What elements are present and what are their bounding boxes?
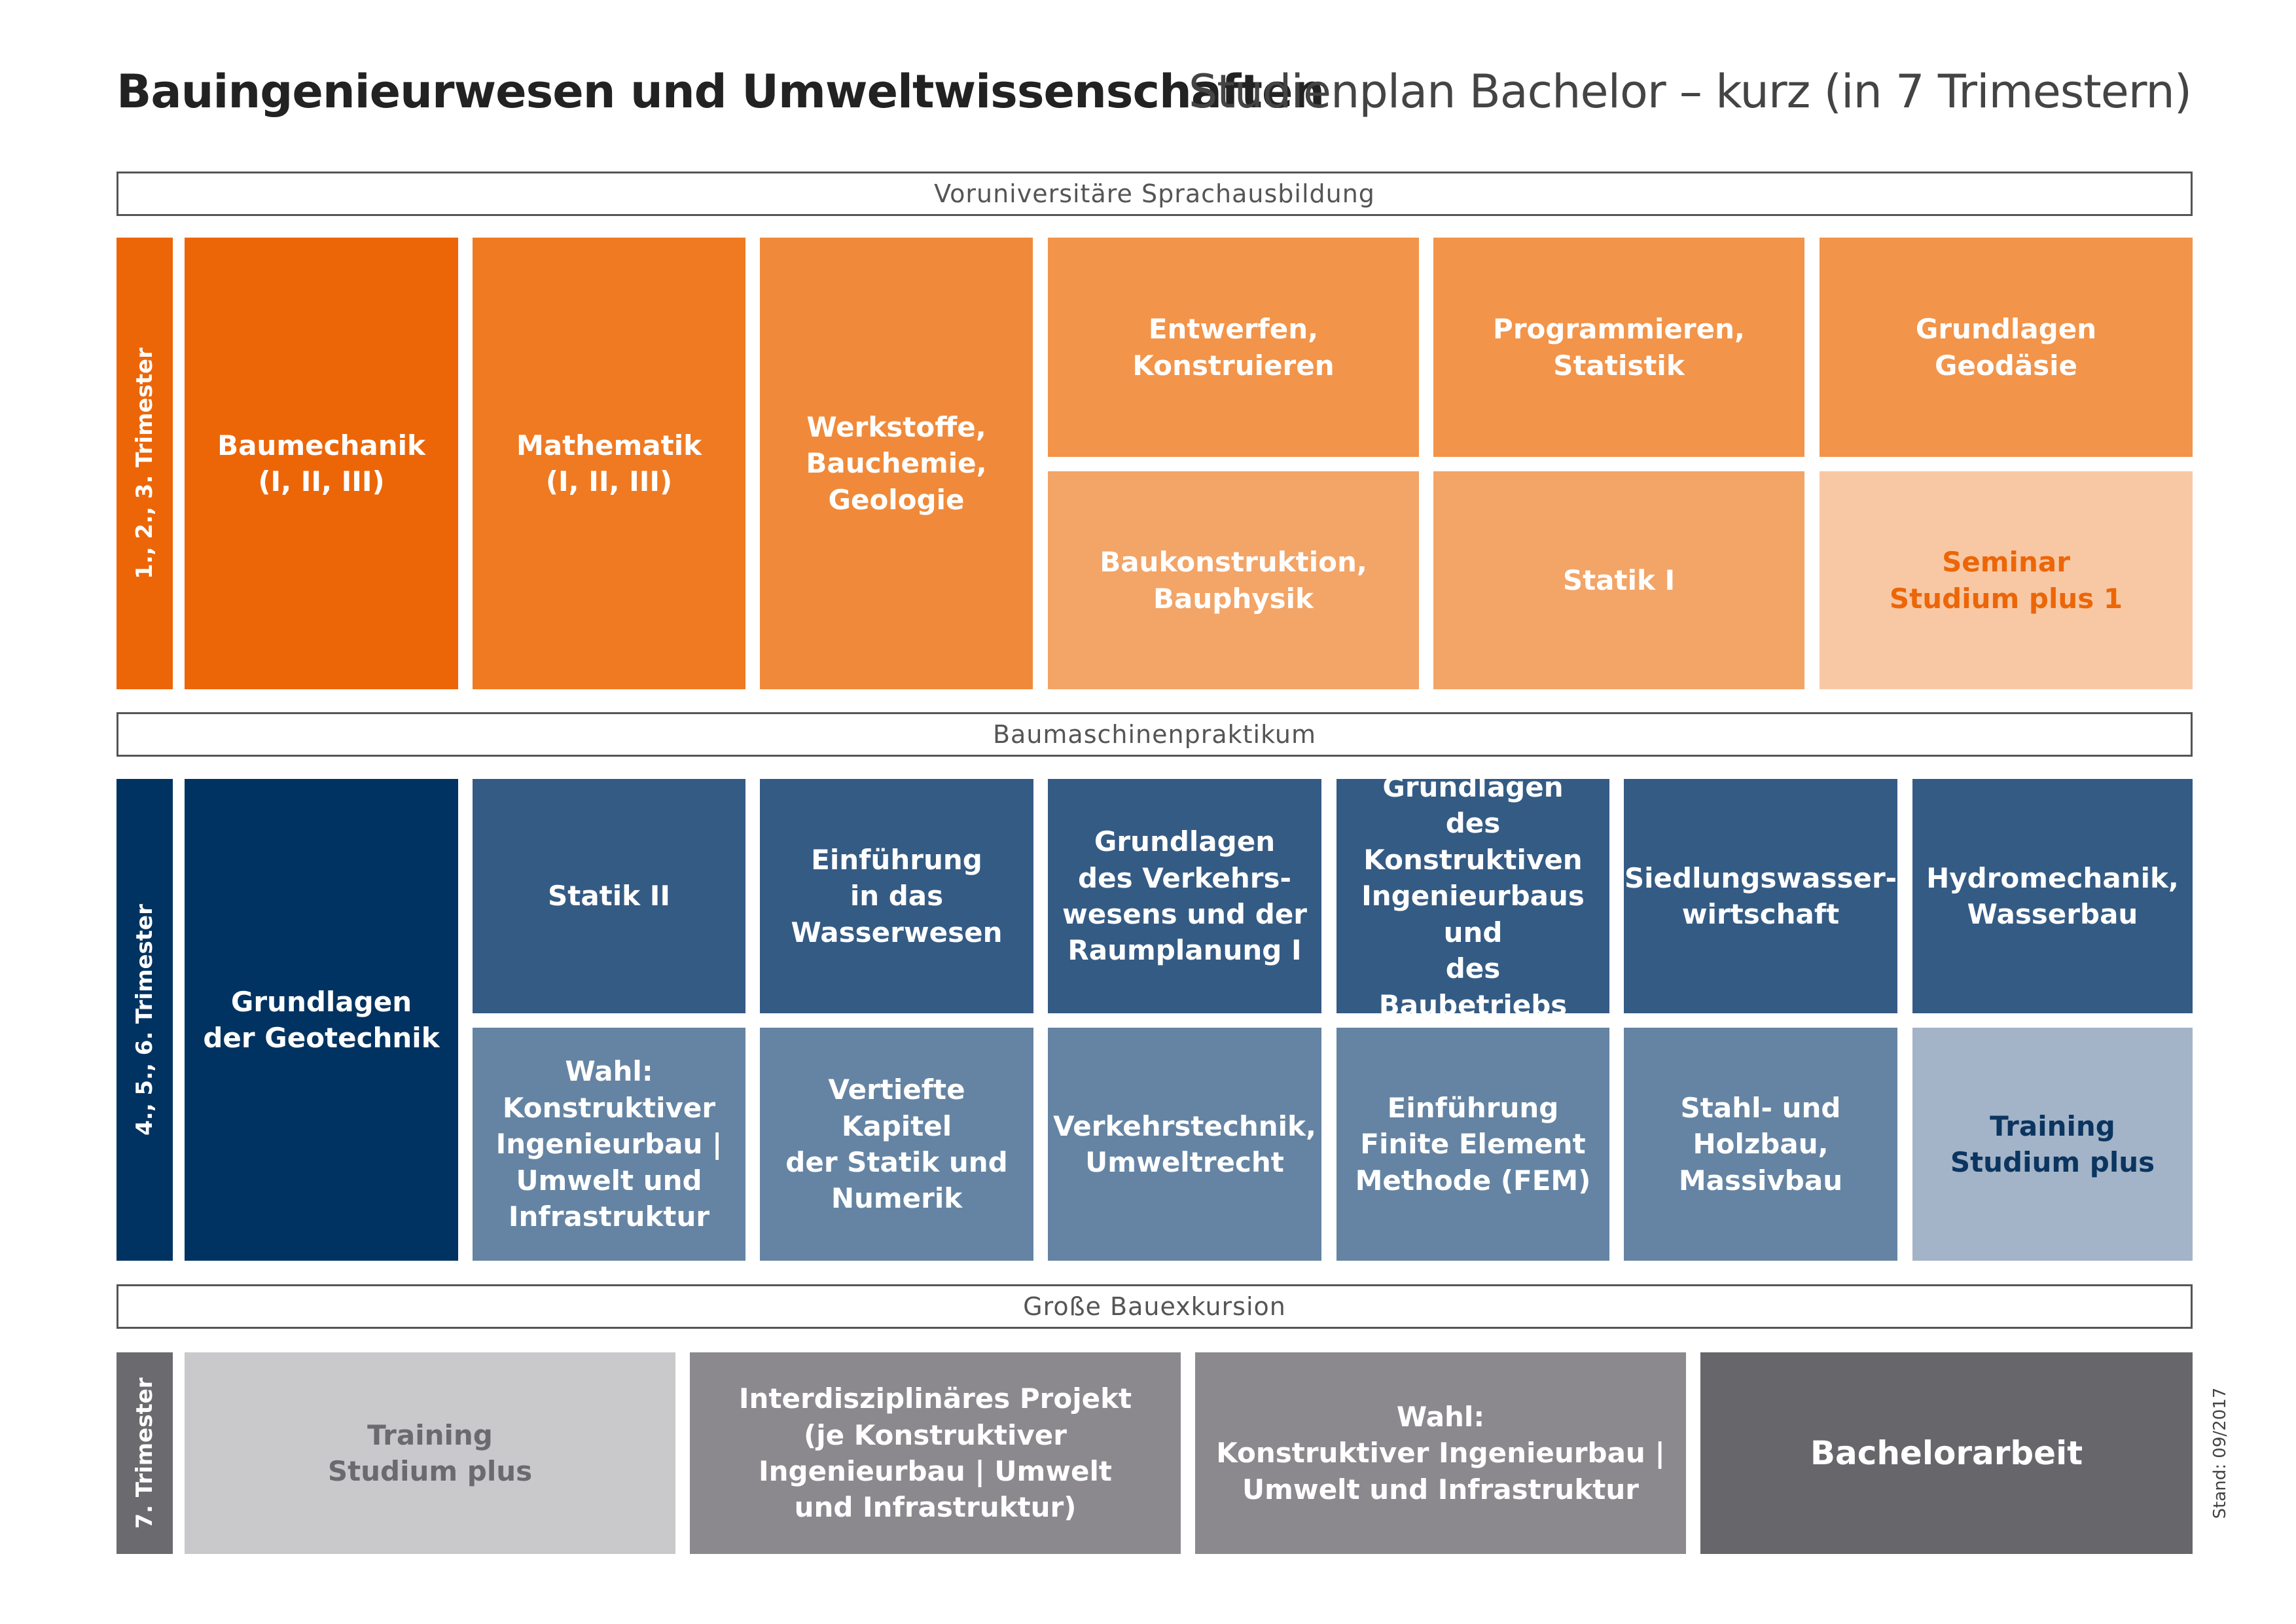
module-wasserwesen: Einführung in das Wasserwesen xyxy=(760,779,1033,1013)
module-geodaesie: Grundlagen Geodäsie xyxy=(1820,238,2193,457)
module-hydromechanik: Hydromechanik, Wasserbau xyxy=(1912,779,2193,1013)
section1-label: 1., 2., 3. Trimester xyxy=(117,238,173,689)
band-sprachausbildung: Voruniversitäre Sprachausbildung xyxy=(117,171,2193,216)
module-mathematik: Mathematik (I, II, III) xyxy=(473,238,745,689)
module-vertiefte-statik: Vertiefte Kapitel der Statik und Numerik xyxy=(760,1028,1033,1261)
module-verkehrstechnik: Verkehrstechnik, Umweltrecht xyxy=(1048,1028,1321,1261)
module-siedlungswasserwirtschaft: Siedlungswasser- wirtschaft xyxy=(1624,779,1897,1013)
section2-label: 4., 5., 6. Trimester xyxy=(117,779,173,1261)
module-training-studium-plus-7: Training Studium plus xyxy=(185,1352,675,1554)
module-statik-2: Statik II xyxy=(473,779,745,1013)
module-fem: Einführung Finite Element Methode (FEM) xyxy=(1336,1028,1609,1261)
module-baumechanik: Baumechanik (I, II, III) xyxy=(185,238,458,689)
stand-date: Stand: 09/2017 xyxy=(2210,1387,2230,1519)
module-stahl-holzbau: Stahl- und Holzbau, Massivbau xyxy=(1624,1028,1897,1261)
band-baumaschinen-label: Baumaschinenpraktikum xyxy=(992,720,1317,749)
band-baumaschinenpraktikum: Baumaschinenpraktikum xyxy=(117,712,2193,757)
module-interdisziplinaeres-projekt: Interdisziplinäres Projekt (je Konstrukt… xyxy=(690,1352,1181,1554)
module-seminar-studium-plus: Seminar Studium plus 1 xyxy=(1820,471,2193,689)
module-wahl-7: Wahl: Konstruktiver Ingenieurbau | Umwel… xyxy=(1195,1352,1686,1554)
band-sprachausbildung-label: Voruniversitäre Sprachausbildung xyxy=(934,179,1375,208)
section3-label: 7. Trimester xyxy=(117,1352,173,1554)
module-verkehrswesen: Grundlagen des Verkehrs- wesens und der … xyxy=(1048,779,1321,1013)
module-statik-1: Statik I xyxy=(1433,471,1804,689)
module-bachelorarbeit: Bachelorarbeit xyxy=(1700,1352,2193,1554)
module-werkstoffe: Werkstoffe, Bauchemie, Geologie xyxy=(760,238,1033,689)
module-programmieren: Programmieren, Statistik xyxy=(1433,238,1804,457)
module-wahl-konstruktiv-umwelt: Wahl: Konstruktiver Ingenieurbau | Umwel… xyxy=(473,1028,745,1261)
band-bauexkursion: Große Bauexkursion xyxy=(117,1284,2193,1329)
module-geotechnik: Grundlagen der Geotechnik xyxy=(185,779,458,1261)
module-training-studium-plus: Training Studium plus xyxy=(1912,1028,2193,1261)
page-subtitle: Studienplan Bachelor – kurz (in 7 Trimes… xyxy=(1188,65,2192,118)
band-bauexkursion-label: Große Bauexkursion xyxy=(1023,1292,1286,1321)
module-entwerfen: Entwerfen, Konstruieren xyxy=(1048,238,1419,457)
page-title: Bauingenieurwesen und Umweltwissenschaft… xyxy=(117,65,1325,118)
module-baukonstruktion: Baukonstruktion, Bauphysik xyxy=(1048,471,1419,689)
module-konstruktiver-ingenieurbau: Grundlagen des Konstruktiven Ingenieurba… xyxy=(1336,771,1609,1021)
